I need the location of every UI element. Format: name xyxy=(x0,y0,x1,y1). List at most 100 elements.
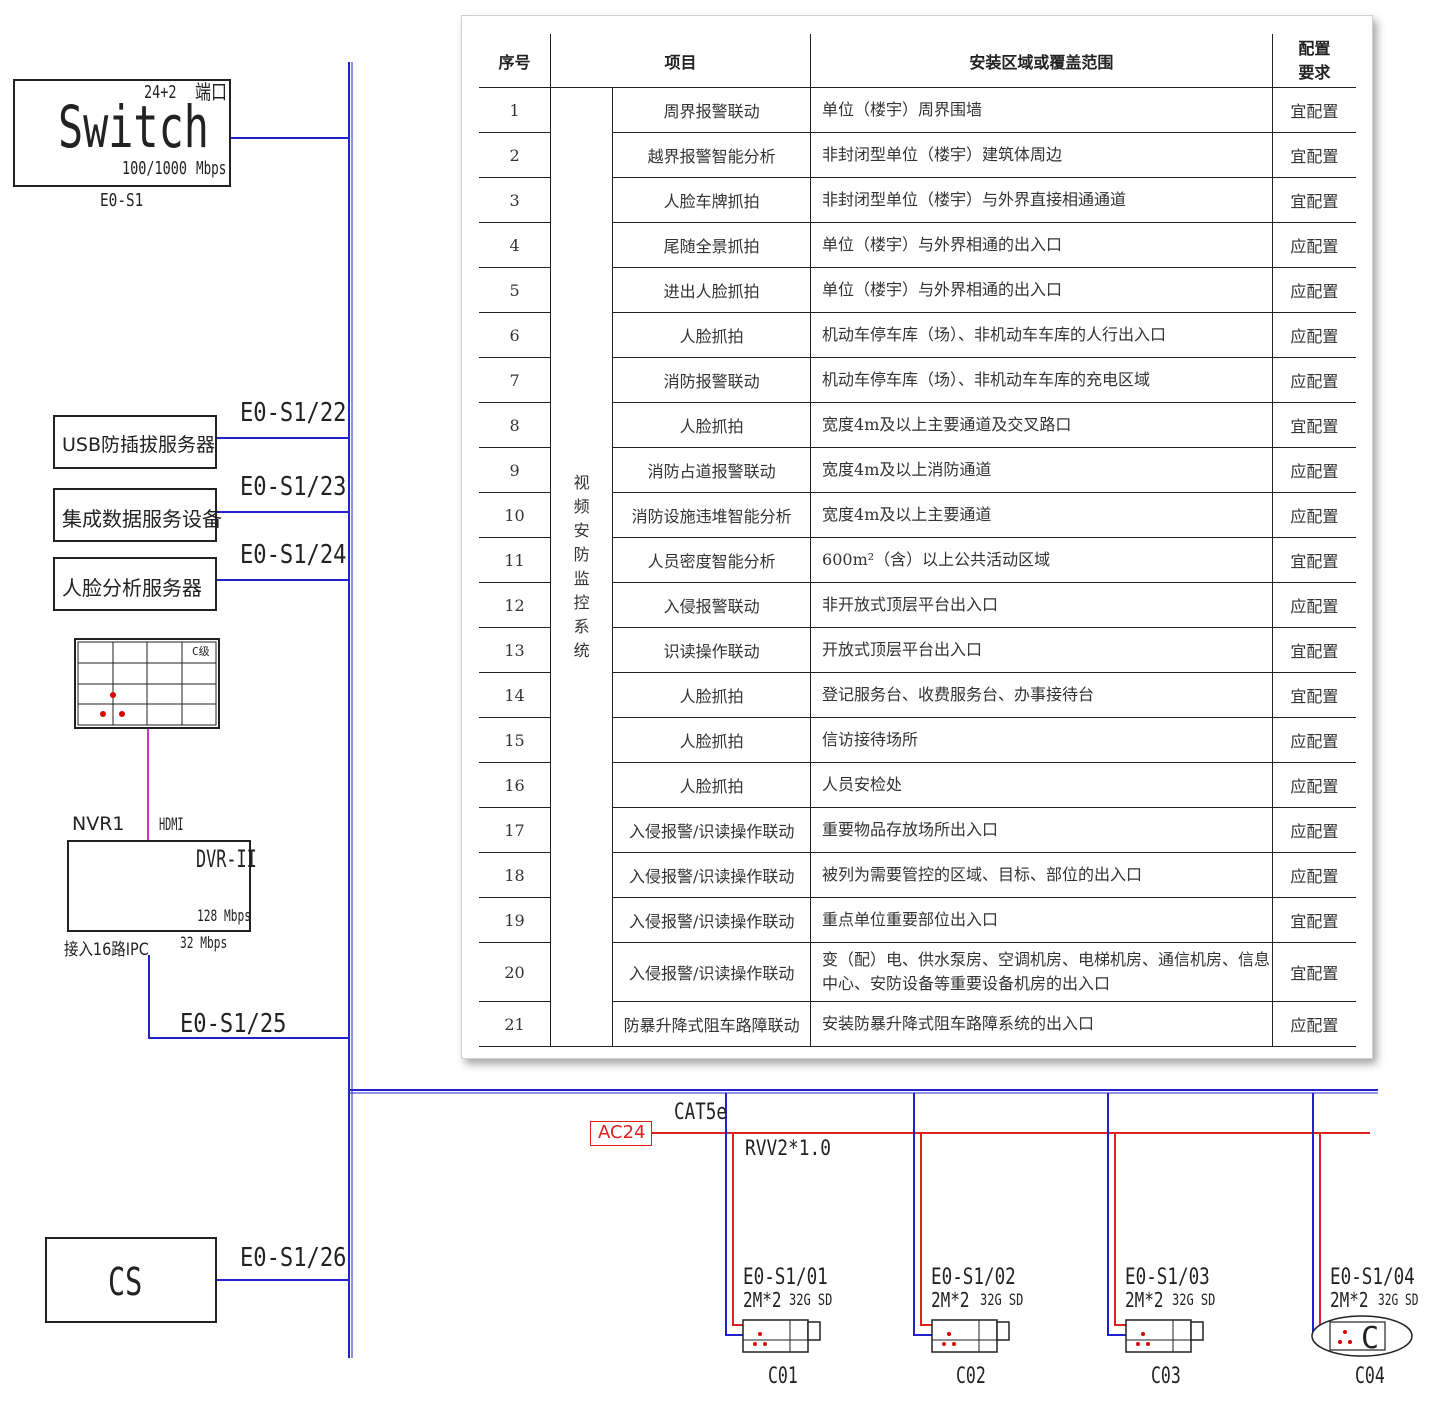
switch-box xyxy=(13,79,231,187)
camera-icon-c04: C xyxy=(1311,1315,1413,1357)
cell-item: 入侵报警/识读操作联动 xyxy=(612,942,812,1002)
cell-item: 入侵报警/识读操作联动 xyxy=(612,897,812,943)
cell-item: 人员密度智能分析 xyxy=(612,537,812,583)
usb-server-label: USB防插拔服务器 xyxy=(62,434,216,456)
cell-item: 入侵报警联动 xyxy=(612,582,812,628)
cell-req: 宜配置 xyxy=(1272,87,1356,133)
cell-item: 消防设施违堆智能分析 xyxy=(612,492,812,538)
face-server-label: 人脸分析服务器 xyxy=(62,576,202,600)
camera-storage-c02: 32G SD xyxy=(980,1290,1024,1309)
camera-storage-c03: 32G SD xyxy=(1172,1290,1216,1309)
cell-req: 应配置 xyxy=(1272,717,1356,763)
face-server-port: E0-S1/24 xyxy=(240,540,347,570)
table-header-row: 序号 项目 安装区域或覆盖范围 配置要求 xyxy=(479,34,1356,88)
cell-req: 应配置 xyxy=(1272,492,1356,538)
cell-area: 开放式顶层平台出入口 xyxy=(810,627,1273,673)
cell-req: 宜配置 xyxy=(1272,402,1356,448)
switch-speed: 100/1000 xyxy=(122,158,188,179)
camera-icon-c02 xyxy=(931,1319,1010,1353)
cell-item: 消防报警联动 xyxy=(612,357,812,403)
table-row: 20 入侵报警/识读操作联动变（配）电、供水泵房、空调机房、电梯机房、通信机房、信… xyxy=(479,942,1356,1002)
cell-req: 应配置 xyxy=(1272,312,1356,358)
cell-item: 人脸抓拍 xyxy=(612,717,812,763)
nvr-hdmi: HDMI xyxy=(159,815,184,835)
system-label: 视频安防监控系统 xyxy=(573,473,590,660)
cell-area: 被列为需要管控的区域、目标、部位的出入口 xyxy=(810,852,1273,898)
camera-id-c04: C04 xyxy=(1355,1364,1385,1389)
switch-speed-unit: Mbps xyxy=(196,158,227,179)
cell-item: 人脸车牌抓拍 xyxy=(612,177,812,223)
cell-no: 17 xyxy=(479,807,552,853)
cell-area: 非封闭型单位（楼宇）建筑体周边 xyxy=(810,132,1273,178)
nvr-link xyxy=(148,955,349,1039)
dvr-ipc: 接入16路IPC xyxy=(64,940,149,960)
svg-text:C: C xyxy=(1361,1321,1379,1356)
cell-area: 变（配）电、供水泵房、空调机房、电梯机房、通信机房、信息中心、安防设备等重要设备… xyxy=(810,942,1273,1002)
cell-item: 人脸抓拍 xyxy=(612,312,812,358)
cell-no: 20 xyxy=(479,942,552,1002)
camera-id-c01: C01 xyxy=(768,1364,798,1389)
camera-port-c03: E0-S1/03 xyxy=(1125,1265,1210,1290)
data-service-box xyxy=(53,488,217,542)
monitor-icon xyxy=(74,638,220,729)
cell-req: 宜配置 xyxy=(1272,897,1356,943)
cell-no: 9 xyxy=(479,447,552,493)
camera-spec-c02: 2M*2 xyxy=(931,1288,970,1312)
cell-item: 人脸抓拍 xyxy=(612,402,812,448)
cell-item: 越界报警智能分析 xyxy=(612,132,812,178)
cell-no: 8 xyxy=(479,402,552,448)
cell-area: 单位（楼宇）周界围墙 xyxy=(810,87,1273,133)
cell-area: 信访接待场所 xyxy=(810,717,1273,763)
dvr-model: DVR-II xyxy=(196,845,257,873)
cell-item: 防暴升降式阻车路障联动 xyxy=(612,1001,812,1047)
camera-spec-c01: 2M*2 xyxy=(743,1288,782,1312)
cell-item: 消防占道报警联动 xyxy=(612,447,812,493)
power-cable-label: RVV2*1.0 xyxy=(745,1136,831,1160)
dvr-speed-in: 128 Mbps xyxy=(197,906,251,925)
cell-req: 应配置 xyxy=(1272,762,1356,808)
switch-name: Switch xyxy=(58,93,209,161)
dvr-speed-out: 32 Mbps xyxy=(180,933,228,952)
switch-id: E0-S1 xyxy=(100,190,144,211)
monitor-badge: C级 xyxy=(192,645,210,658)
cell-req: 宜配置 xyxy=(1272,672,1356,718)
cell-no: 15 xyxy=(479,717,552,763)
face-server-box xyxy=(53,557,217,611)
cell-no: 14 xyxy=(479,672,552,718)
cell-system: 视频安防监控系统 xyxy=(550,87,614,1047)
cell-area: 宽度4m及以上消防通道 xyxy=(810,447,1273,493)
cell-req: 宜配置 xyxy=(1272,177,1356,223)
cell-item: 入侵报警/识读操作联动 xyxy=(612,852,812,898)
cell-area: 登记服务台、收费服务台、办事接待台 xyxy=(810,672,1273,718)
cell-item: 进出人脸抓拍 xyxy=(612,267,812,313)
cell-req: 应配置 xyxy=(1272,357,1356,403)
camera-storage-c01: 32G SD xyxy=(789,1290,833,1309)
usb-server-box xyxy=(53,415,217,469)
cell-req: 应配置 xyxy=(1272,1001,1356,1047)
header-req: 配置要求 xyxy=(1272,34,1356,88)
camera-port-c01: E0-S1/01 xyxy=(743,1265,828,1290)
cell-no: 10 xyxy=(479,492,552,538)
cell-no: 18 xyxy=(479,852,552,898)
cell-area: 非开放式顶层平台出入口 xyxy=(810,582,1273,628)
cell-no: 11 xyxy=(479,537,552,583)
camera-icon-c03 xyxy=(1125,1319,1204,1353)
header-item: 项目 xyxy=(550,34,812,88)
cell-no: 7 xyxy=(479,357,552,403)
nvr-port: E0-S1/25 xyxy=(180,1009,287,1039)
cell-no: 16 xyxy=(479,762,552,808)
cell-req: 应配置 xyxy=(1272,807,1356,853)
cell-req: 应配置 xyxy=(1272,582,1356,628)
